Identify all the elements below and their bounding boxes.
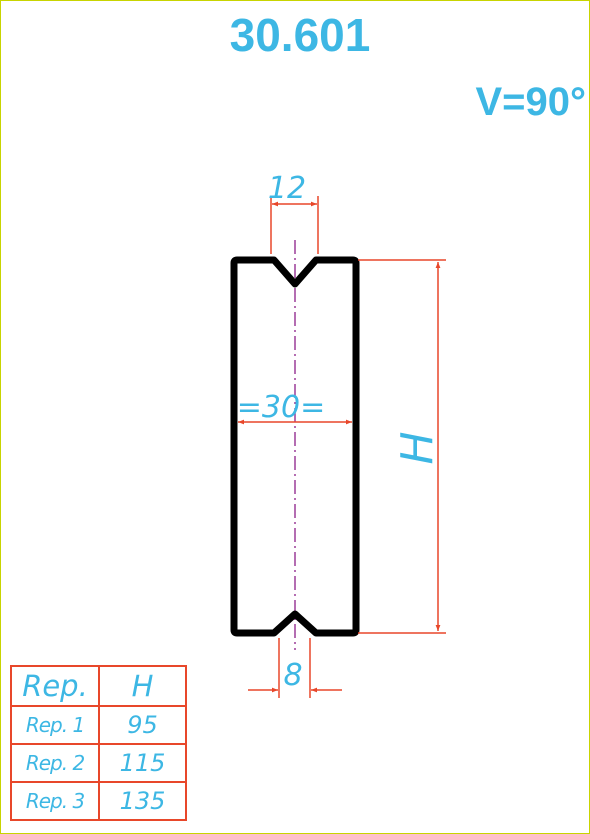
top-width-label: 12 — [268, 171, 306, 206]
table-header-rep: Rep. — [10, 665, 100, 707]
repetition-table: Rep. H Rep. 1 95 Rep. 2 115 Rep. 3 135 — [10, 665, 187, 821]
table-cell-h: 95 — [98, 705, 187, 745]
table-cell-rep: Rep. 3 — [10, 781, 100, 821]
table-cell-rep: Rep. 2 — [10, 743, 100, 783]
bottom-width-label: 8 — [283, 658, 302, 693]
table-row: Rep. 2 115 — [10, 743, 187, 783]
body-width-label: =30= — [237, 390, 325, 425]
table-cell-h: 135 — [98, 781, 187, 821]
table-cell-rep: Rep. 1 — [10, 705, 100, 745]
die-outline — [230, 256, 360, 637]
table-cell-h: 115 — [98, 743, 187, 783]
table-header-row: Rep. H — [10, 665, 187, 707]
table-header-h: H — [98, 665, 187, 707]
height-label: H — [392, 431, 443, 464]
table-row: Rep. 3 135 — [10, 781, 187, 821]
part-number-title: 30.601 — [229, 9, 371, 61]
angle-label: V=90° — [475, 80, 586, 124]
table-row: Rep. 1 95 — [10, 705, 187, 745]
